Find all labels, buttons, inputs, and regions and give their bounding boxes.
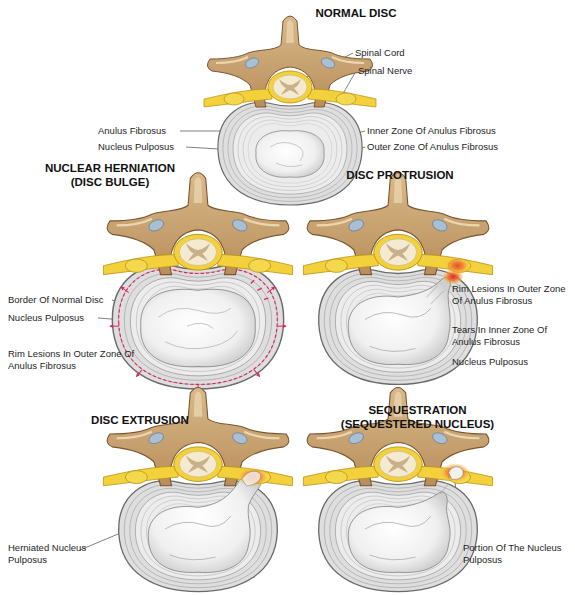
part-label: Inner Zone Of Anulus Fibrosus <box>367 125 567 137</box>
panel-title: SEQUESTRATION (SEQUESTERED NUCLEUS) <box>335 403 500 431</box>
herniated-nucleus <box>238 467 269 486</box>
nucleus-pulposus <box>256 131 324 178</box>
nucleus-texture <box>270 142 303 166</box>
part-label: Nucleus Pulposus <box>452 356 562 368</box>
nerve-irritation <box>440 463 471 482</box>
anulus-fibrosus <box>112 265 283 389</box>
rim-lesion <box>251 280 269 299</box>
nerve-irritation <box>444 257 470 275</box>
vertebra <box>303 387 492 485</box>
vertebra <box>303 173 492 275</box>
bulge-arrow <box>254 370 260 377</box>
nucleus-texture <box>165 516 231 560</box>
bulge-panel <box>103 173 292 393</box>
panel-title: DISC PROTRUSION <box>330 168 470 182</box>
herniated-fragment <box>242 471 261 486</box>
panel-title: NUCLEAR HERNIATION (DISC BULGE) <box>30 161 190 189</box>
bulge-arrow <box>110 326 119 327</box>
part-label: Herniated Nucleus Pulposus <box>8 542 108 566</box>
part-label: Nucleus Pulposus <box>8 312 118 324</box>
part-label: Anulus Fibrosus <box>98 125 188 137</box>
anulus-tears <box>365 286 444 352</box>
part-label: Nucleus Pulposus <box>98 141 188 153</box>
vertebra <box>204 16 376 107</box>
nucleus-pulposus <box>348 492 450 573</box>
nucleus-texture <box>365 484 449 560</box>
panel-title: NORMAL DISC <box>296 6 416 20</box>
vertebra <box>103 173 292 275</box>
bulge-arrow <box>136 370 142 377</box>
bulge-arrows <box>110 287 286 392</box>
sequestered-fragment <box>449 467 464 480</box>
part-label: Rim Lesions In Outer Zone Of Anulus Fibr… <box>8 348 148 372</box>
nucleus-pulposus <box>348 278 450 365</box>
nucleus-pulposus <box>148 473 262 573</box>
part-label: Tears In Inner Zone Of Anulus Fibrosus <box>452 324 567 348</box>
part-label: Rim Lesions In Outer Zone Of Anulus Fibr… <box>452 283 575 307</box>
bulge-arrow <box>277 326 286 327</box>
protrusion-panel <box>303 173 492 385</box>
part-label: Portion Of The Nucleus Pulposus <box>463 542 571 566</box>
panel-title: DISC EXTRUSION <box>80 413 200 427</box>
nucleus-texture <box>158 308 237 349</box>
anulus-fibrosus <box>319 481 478 592</box>
part-label: Spinal Nerve <box>358 65 448 77</box>
bulge-arrow <box>267 287 275 293</box>
bulge-arrow <box>121 287 129 293</box>
leader-line <box>180 131 224 132</box>
part-label: Border Of Normal Disc <box>8 294 118 306</box>
nucleus-pulposus <box>141 289 256 367</box>
anulus-fibrosus <box>218 102 362 205</box>
part-label: Outer Zone Of Anulus Fibrosus <box>367 141 567 153</box>
normal-disc-border <box>119 269 278 384</box>
part-label: Spinal Cord <box>355 47 445 59</box>
